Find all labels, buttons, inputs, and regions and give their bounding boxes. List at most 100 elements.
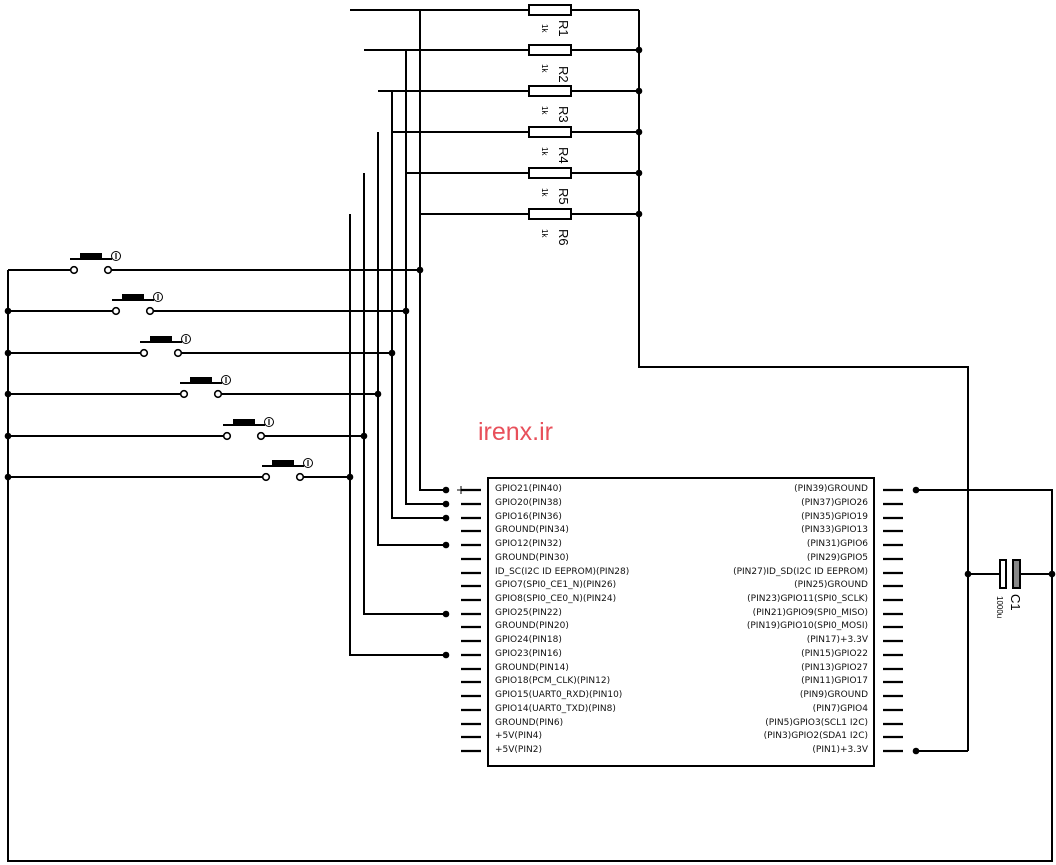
button-cap	[272, 460, 294, 465]
header-pin-label: GROUND(PIN14)	[495, 663, 569, 673]
header-pin-label: GPIO12(PIN32)	[495, 539, 562, 549]
header-pin-label: (PIN39)GROUND	[794, 484, 868, 494]
header-pin-label: GPIO20(PIN38)	[495, 498, 562, 508]
junction-dot	[912, 747, 920, 755]
header-pin-label: ID_SC(I2C ID EEPROM)(PIN28)	[495, 567, 630, 577]
junction-dot	[4, 307, 12, 315]
junction-dot	[635, 87, 643, 95]
resistor-value-r4: 1k	[540, 147, 549, 156]
button-contact	[179, 389, 189, 399]
button-contact	[111, 306, 121, 316]
gpio-line	[405, 50, 446, 505]
junction-dot	[635, 169, 643, 177]
junction-dot	[1048, 570, 1056, 578]
capacitor-value: 1000u	[995, 596, 1004, 619]
resistor-body	[528, 126, 572, 138]
junction-dot	[442, 541, 450, 549]
junction-dot	[388, 349, 396, 357]
capacitor-plate	[999, 559, 1007, 589]
header-pin-label: (PIN31)GPIO6	[806, 539, 868, 549]
junction-dot	[360, 432, 368, 440]
watermark: irenx.ir	[478, 418, 554, 446]
button-cap	[80, 253, 102, 258]
gpio-line	[419, 10, 446, 491]
header-pin-label: +5V(PIN4)	[495, 731, 542, 741]
resistor-label-r1: R1	[556, 20, 571, 37]
header-pin-label: GPIO24(PIN18)	[495, 635, 562, 645]
button-contact	[261, 472, 271, 482]
header-pin-label: (PIN33)GPIO13	[801, 525, 868, 535]
junction-dot	[635, 128, 643, 136]
resistor-value-r1: 1k	[540, 24, 549, 33]
header-pin-label: GPIO7(SPI0_CE1_N)(PIN26)	[495, 580, 617, 590]
header-pin-label: GPIO15(UART0_RXD)(PIN10)	[495, 690, 623, 700]
gpio-line	[391, 91, 446, 519]
button-contact	[173, 348, 183, 358]
header-pin-label: (PIN15)GPIO22	[801, 649, 868, 659]
header-pin-label: (PIN27)ID_SD(I2C ID EEPROM)	[733, 567, 868, 577]
header-pin-label: GPIO23(PIN16)	[495, 649, 562, 659]
resistor-label-r4: R4	[556, 147, 571, 164]
resistor-value-r3: 1k	[540, 106, 549, 115]
resistor-body	[528, 167, 572, 179]
junction-dot	[912, 486, 920, 494]
raspberry-pi-header	[487, 477, 875, 767]
button-contact	[222, 431, 232, 441]
junction-dot	[635, 210, 643, 218]
header-pin-label: (PIN13)GPIO27	[801, 663, 868, 673]
gpio-line	[363, 173, 446, 615]
resistor-label-r6: R6	[556, 229, 571, 246]
resistor-label-r3: R3	[556, 106, 571, 123]
header-pin-label: +5V(PIN2)	[495, 745, 542, 755]
header-pin-label: (PIN29)GPIO5	[806, 553, 868, 563]
header-pin-label: GPIO8(SPI0_CE0_N)(PIN24)	[495, 594, 617, 604]
junction-dot	[416, 266, 424, 274]
resistor-body	[528, 4, 572, 16]
junction-dot	[442, 651, 450, 659]
header-pin-label: (PIN21)GPIO9(SPI0_MISO)	[752, 608, 868, 618]
header-pin-label: (PIN11)GPIO17	[801, 676, 868, 686]
header-pin-label: (PIN19)GPIO10(SPI0_MOSI)	[746, 621, 868, 631]
button-contact	[69, 265, 79, 275]
header-pin-label: (PIN7)GPIO4	[812, 704, 868, 714]
header-pin-label: GPIO25(PIN22)	[495, 608, 562, 618]
header-pin-label: (PIN17)+3.3V	[806, 635, 868, 645]
button-cap	[190, 377, 212, 382]
button-cap	[150, 336, 172, 341]
wires	[7, 9, 1053, 862]
junction-dot	[4, 473, 12, 481]
junction-dot	[442, 514, 450, 522]
components	[69, 4, 1021, 767]
header-pin-label: GROUND(PIN6)	[495, 718, 564, 728]
resistor-body	[528, 85, 572, 97]
junction-dot	[442, 500, 450, 508]
button-contact	[103, 265, 113, 275]
header-pin-label: (PIN35)GPIO19	[801, 512, 868, 522]
header-pin-label: GPIO21(PIN40)	[495, 484, 562, 494]
header-pin-label: GROUND(PIN34)	[495, 525, 569, 535]
junction-dot	[374, 390, 382, 398]
button-contact	[256, 431, 266, 441]
junction-dot	[402, 307, 410, 315]
junction-dot	[4, 432, 12, 440]
button-contact	[213, 389, 223, 399]
resistor-body	[528, 208, 572, 220]
junction-dot	[346, 473, 354, 481]
resistor-value-r5: 1k	[540, 188, 549, 197]
junction-dot	[442, 610, 450, 618]
junctions	[4, 46, 1056, 755]
junction-dot	[442, 486, 450, 494]
button-cap	[233, 419, 255, 424]
header-pin-label: GPIO16(PIN36)	[495, 512, 562, 522]
header-pin-label: (PIN9)GROUND	[799, 690, 868, 700]
header-pin-label: (PIN23)GPIO11(SPI0_SCLK)	[747, 594, 868, 604]
button-contact	[139, 348, 149, 358]
header-pin-label: GPIO14(UART0_TXD)(PIN8)	[495, 704, 616, 714]
resistor-value-r2: 1k	[540, 64, 549, 73]
button-contact	[145, 306, 155, 316]
ground-wire	[916, 489, 1053, 574]
header-pin-label: (PIN5)GPIO3(SCL1 I2C)	[765, 718, 868, 728]
pullup-bus	[638, 10, 969, 751]
ground-rail	[7, 270, 1053, 862]
